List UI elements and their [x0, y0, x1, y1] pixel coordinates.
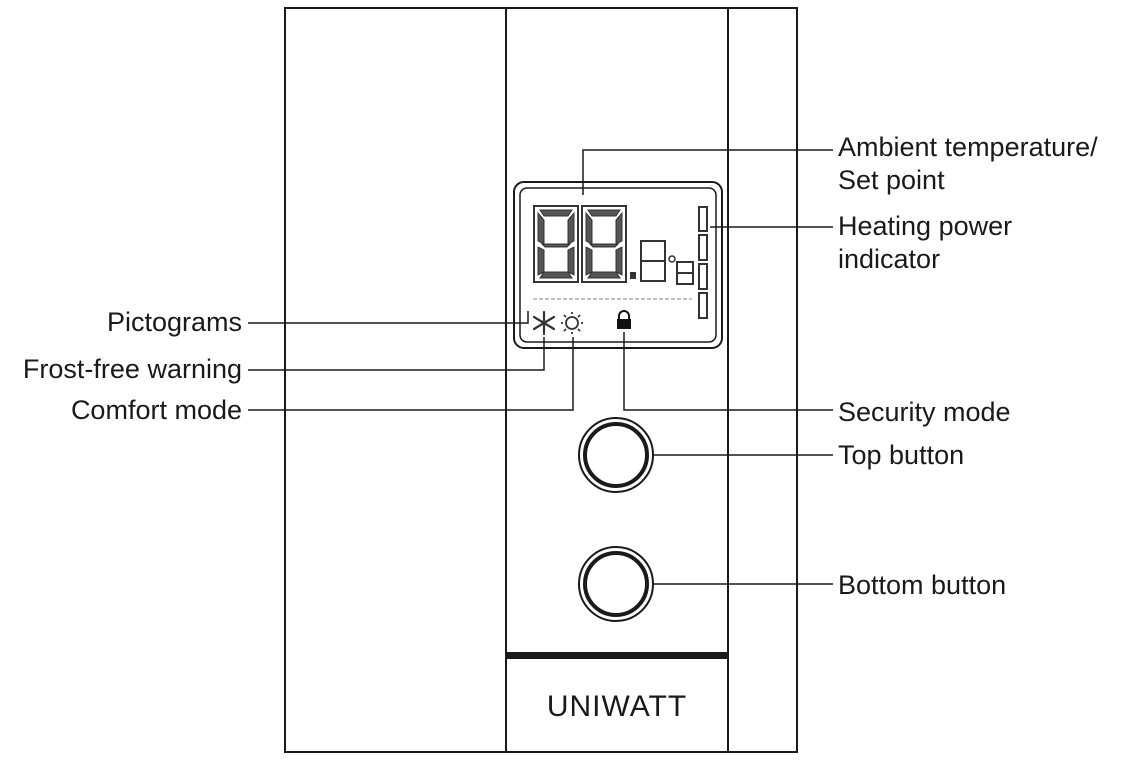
label-ambient-line1: Ambient temperature/: [838, 132, 1098, 162]
sun-icon: [561, 312, 583, 334]
leader-frost-free: [248, 337, 545, 371]
leader-pictograms: [248, 311, 529, 324]
lcd-unit-digit: [676, 261, 694, 285]
label-heating-line2: indicator: [838, 244, 941, 274]
label-frost-free-warning: Frost-free warning: [22, 354, 242, 384]
lcd-digit-1: [533, 205, 579, 283]
label-heating-power: Heating power indicator: [838, 210, 1012, 276]
heating-power-bars: [698, 206, 708, 319]
label-ambient-temperature: Ambient temperature/ Set point: [838, 131, 1098, 197]
thermostat-housing: [284, 7, 798, 753]
lock-icon: [617, 310, 631, 329]
snowflake-icon: [532, 310, 556, 336]
label-top-button: Top button: [838, 440, 965, 470]
brand-logo: UNIWATT: [547, 690, 687, 723]
lcd-digit-small: [640, 240, 666, 282]
lcd-decimal-point: [630, 272, 636, 279]
lcd-outer-frame: [513, 181, 723, 349]
leader-comfort: [248, 337, 574, 411]
leader-security: [623, 332, 833, 411]
label-pictograms: Pictograms: [106, 307, 242, 337]
top-button[interactable]: [578, 417, 654, 493]
label-bottom-button: Bottom button: [838, 570, 1007, 600]
label-ambient-line2: Set point: [838, 165, 945, 195]
lcd-digit-2: [581, 205, 627, 283]
bottom-button[interactable]: [578, 546, 654, 622]
label-comfort-mode: Comfort mode: [70, 395, 242, 425]
label-security-mode: Security mode: [838, 397, 1011, 427]
lcd-inner-frame: [519, 187, 717, 343]
leader-ambient: [582, 149, 833, 195]
logo-bar: [506, 652, 728, 659]
label-heating-line1: Heating power: [838, 211, 1013, 241]
degree-symbol: [668, 255, 676, 263]
